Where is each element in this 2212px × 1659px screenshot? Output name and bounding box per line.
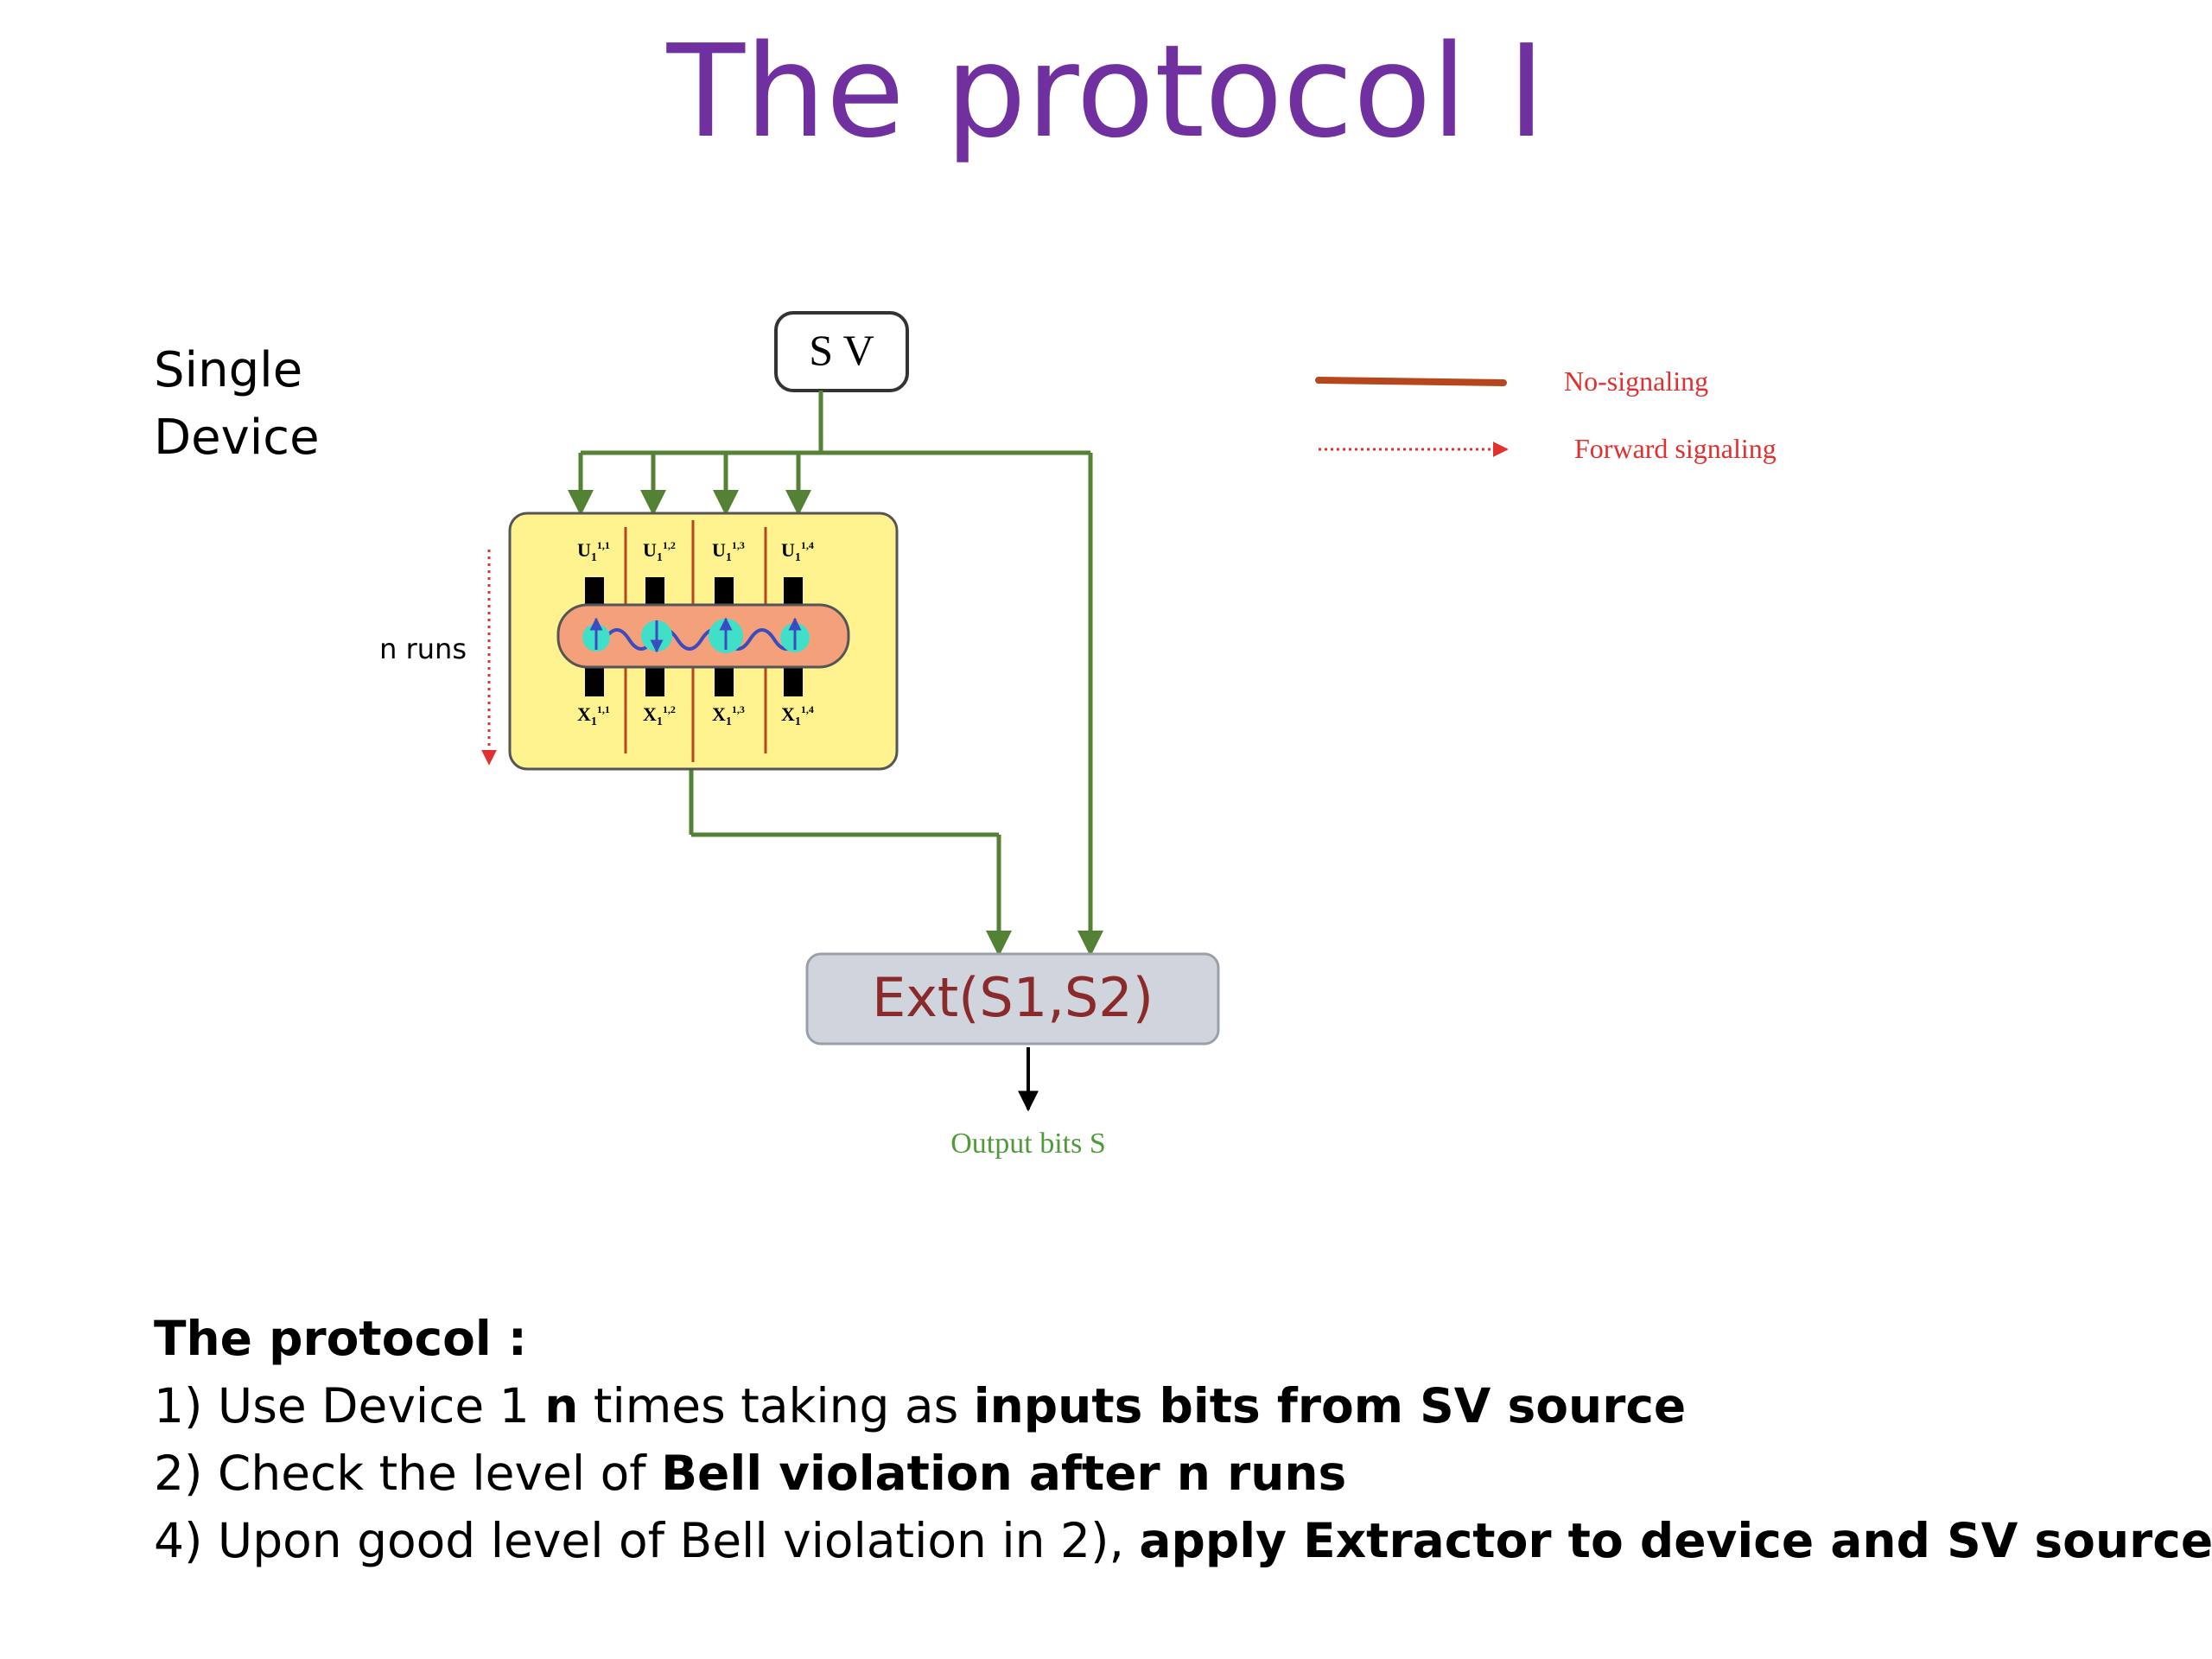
step-2: 2) Check the level of Bell violation aft… bbox=[154, 1446, 1347, 1501]
n-runs-label: n runs bbox=[379, 632, 467, 665]
input-label-3: U11,3 bbox=[712, 539, 745, 564]
sv-input-wires bbox=[568, 391, 1103, 957]
sv-label: S V bbox=[809, 326, 874, 374]
step-1: 1) Use Device 1 n times taking as inputs… bbox=[154, 1378, 1687, 1433]
input-label-2: U11,2 bbox=[643, 539, 676, 564]
single-device-line1: Single bbox=[154, 342, 303, 398]
output-label-3: X11,3 bbox=[712, 703, 745, 728]
input-label-1: U11,1 bbox=[577, 539, 610, 564]
extractor-label: Ext(S1,S2) bbox=[872, 966, 1154, 1029]
single-device-line2: Device bbox=[154, 410, 320, 466]
slide-title: The protocol I bbox=[666, 17, 1546, 166]
protocol-steps: The protocol : 1) Use Device 1 n times t… bbox=[154, 1305, 2212, 1574]
steps-heading: The protocol : bbox=[154, 1311, 527, 1366]
legend-no-signaling-label: No-signaling bbox=[1564, 365, 1708, 397]
interaction-wave bbox=[603, 628, 800, 651]
sv-source-box: S V bbox=[774, 311, 909, 392]
step-4: 4) Upon good level of Bell violation in … bbox=[154, 1513, 2212, 1568]
output-label-2: X11,2 bbox=[643, 703, 676, 728]
legend-forward-signaling-label: Forward signaling bbox=[1574, 433, 1777, 464]
output-label-4: X11,4 bbox=[781, 703, 814, 728]
output-label-1: X11,1 bbox=[577, 703, 610, 728]
legend-no-signaling-line bbox=[1315, 377, 1507, 386]
output-bits-label: Output bits S bbox=[950, 1128, 1105, 1160]
input-label-4: U11,4 bbox=[781, 539, 814, 564]
extractor-box: Ext(S1,S2) bbox=[805, 952, 1220, 1046]
legend: No-signaling Forward signaling bbox=[1315, 365, 1777, 464]
single-device-label: Single Device bbox=[154, 337, 320, 472]
